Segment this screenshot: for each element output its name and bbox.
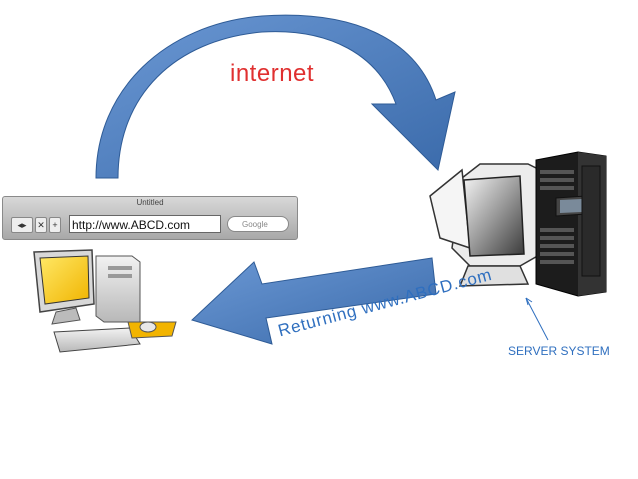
url-input[interactable]: http://www.ABCD.com [69,215,221,233]
server-label-pointer [525,297,549,341]
stop-button[interactable]: ✕ [35,217,47,233]
internet-arrow [95,14,456,179]
forward-arrow-icon: ▸ [22,220,27,230]
back-arrow-icon: ◂ [17,220,22,230]
close-icon: ✕ [37,220,45,230]
back-forward-button[interactable]: ◂▸ [11,217,33,233]
return-arrow [191,257,437,345]
search-input[interactable]: Google [227,216,289,232]
server-system-label: SERVER SYSTEM [508,344,610,358]
add-button[interactable]: + [49,217,61,233]
client-computer-icon [33,249,177,353]
plus-icon: + [52,220,58,230]
internet-label: internet [230,60,315,87]
browser-window: Untitled ◂▸ ✕ + http://www.ABCD.com Goog… [2,196,298,240]
server-monitor-icon [429,163,553,287]
browser-title: Untitled [136,198,164,207]
server-rack-icon [535,151,607,297]
